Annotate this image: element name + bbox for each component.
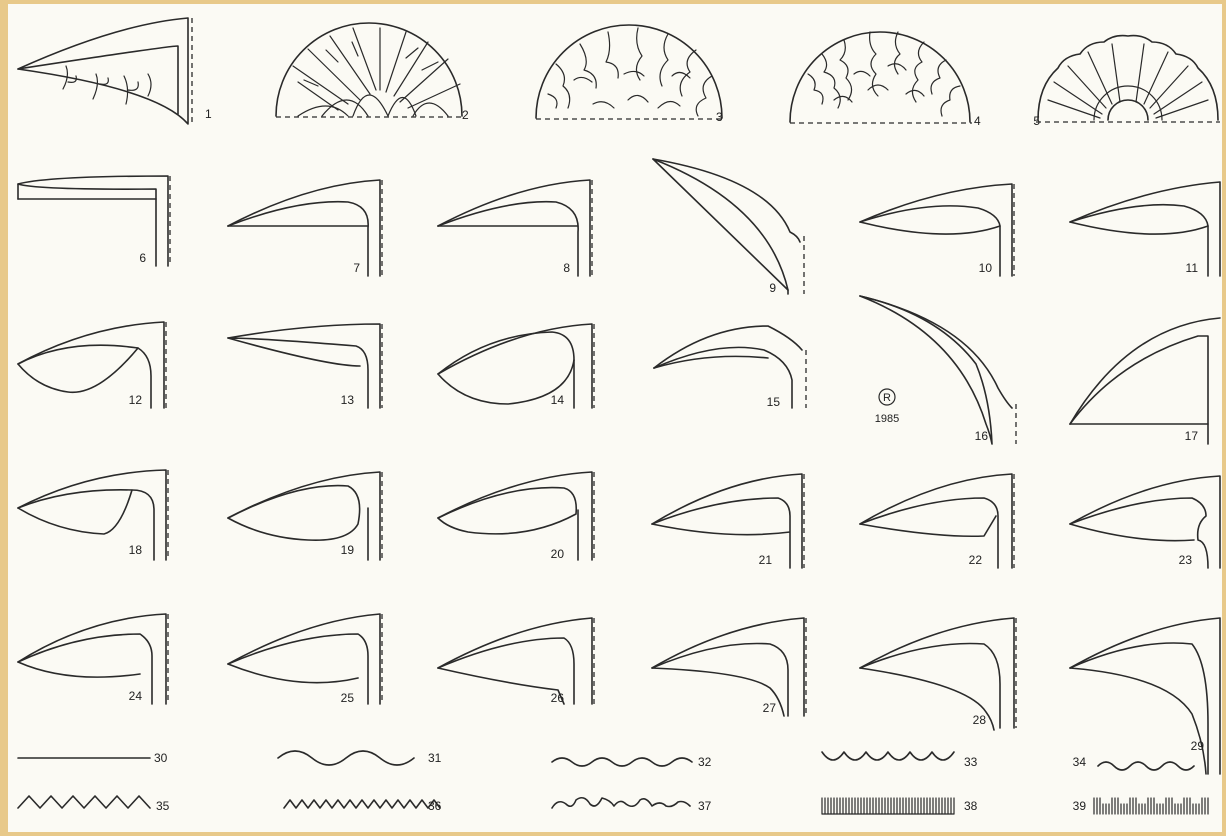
fig-21 xyxy=(652,474,804,568)
fig-3 xyxy=(536,25,724,119)
fig-12 xyxy=(18,322,166,408)
figure-number-24: 24 xyxy=(129,689,143,703)
fig-13 xyxy=(228,324,382,408)
figure-number-7: 7 xyxy=(353,261,360,275)
figure-number-1: 1 xyxy=(205,107,212,121)
figure-number-27: 27 xyxy=(763,701,777,715)
fig-22 xyxy=(860,474,1014,568)
fig-9 xyxy=(653,159,804,294)
figure-number-4: 4 xyxy=(974,114,981,128)
fig-23 xyxy=(1070,476,1220,568)
fig-34 xyxy=(1098,762,1194,770)
figure-number-28: 28 xyxy=(973,713,987,727)
fig-26 xyxy=(438,618,594,704)
monogram-letter: R xyxy=(883,392,891,404)
figure-number-22: 22 xyxy=(969,553,983,567)
shape-figure: R 1985 xyxy=(8,4,1222,832)
figure-number-17: 17 xyxy=(1185,429,1199,443)
figure-number-8: 8 xyxy=(563,261,570,275)
figure-number-29: 29 xyxy=(1191,739,1205,753)
figure-number-39: 39 xyxy=(1073,799,1087,813)
fig-37 xyxy=(552,798,690,808)
fig-24 xyxy=(18,614,168,704)
figure-number-23: 23 xyxy=(1179,553,1193,567)
figure-number-3: 3 xyxy=(716,110,723,124)
fig-31 xyxy=(278,751,414,765)
fig-17 xyxy=(1070,318,1220,444)
fig-1 xyxy=(18,18,192,124)
figure-number-12: 12 xyxy=(129,393,143,407)
figure-number-11: 11 xyxy=(1186,261,1199,275)
fig-6 xyxy=(18,176,170,266)
figure-sheet: R 1985 xyxy=(8,4,1222,832)
figure-number-33: 33 xyxy=(964,755,978,769)
figure-number-9: 9 xyxy=(769,281,776,295)
figure-number-37: 37 xyxy=(698,799,712,813)
figure-number-34: 34 xyxy=(1073,755,1087,769)
fig-4 xyxy=(790,32,972,123)
fig-25 xyxy=(228,614,382,704)
figure-number-31: 31 xyxy=(428,751,442,765)
figure-number-30: 30 xyxy=(154,751,168,765)
fig-38 xyxy=(822,798,954,814)
fig-20 xyxy=(438,472,594,560)
fig-28 xyxy=(860,618,1016,730)
figure-number-25: 25 xyxy=(341,691,355,705)
fig-2 xyxy=(276,23,464,117)
fig-15 xyxy=(654,326,806,408)
figure-number-2: 2 xyxy=(462,108,469,122)
figure-number-20: 20 xyxy=(551,547,565,561)
figure-number-14: 14 xyxy=(551,393,565,407)
figure-number-10: 10 xyxy=(979,261,993,275)
figure-number-21: 21 xyxy=(759,553,773,567)
fig-36 xyxy=(284,800,440,808)
figure-number-6: 6 xyxy=(139,251,146,265)
figure-number-13: 13 xyxy=(341,393,355,407)
fig-35 xyxy=(18,796,150,808)
copyright-year: 1985 xyxy=(875,413,899,425)
fig-18 xyxy=(18,470,168,560)
fig-32 xyxy=(552,758,692,766)
figure-number-15: 15 xyxy=(767,395,781,409)
figure-number-5: 5 xyxy=(1033,114,1040,128)
figure-number-19: 19 xyxy=(341,543,355,557)
fig-39 xyxy=(1094,798,1208,814)
copyright-mark: R 1985 xyxy=(875,389,899,425)
fig-27 xyxy=(652,618,806,716)
figure-number-18: 18 xyxy=(129,543,143,557)
fig-14 xyxy=(438,324,594,408)
fig-33 xyxy=(822,752,954,760)
figure-number-35: 35 xyxy=(156,799,170,813)
figure-number-16: 16 xyxy=(975,429,989,443)
fig-19 xyxy=(228,472,382,560)
figure-number-36: 36 xyxy=(428,799,442,813)
figure-number-38: 38 xyxy=(964,799,978,813)
figure-number-26: 26 xyxy=(551,691,565,705)
figure-number-32: 32 xyxy=(698,755,712,769)
fig-5 xyxy=(1036,36,1220,122)
